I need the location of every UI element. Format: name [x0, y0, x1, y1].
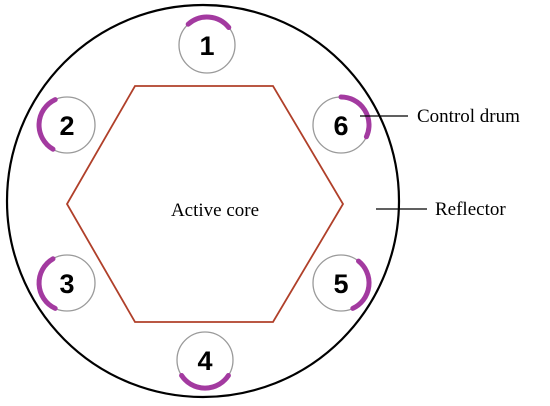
drum-number: 2 [59, 111, 74, 141]
drum-number: 5 [333, 269, 348, 299]
active-core-label: Active core [171, 200, 259, 221]
drum-number: 6 [333, 111, 348, 141]
control-drum-2: 2 [36, 96, 96, 154]
active-core-hexagon [65, 85, 345, 323]
absorber-arc [350, 258, 372, 311]
control-drum-5: 5 [312, 254, 372, 312]
absorber-arc [338, 94, 372, 140]
absorber-arc [36, 97, 58, 152]
reflector-label: Reflector [435, 199, 506, 220]
control-drum-label: Control drum [417, 106, 520, 127]
drum-number: 1 [199, 31, 214, 61]
drum-number: 3 [59, 269, 74, 299]
control-drum-4: 4 [176, 331, 234, 391]
absorber-arc [36, 256, 58, 311]
absorber-arc [179, 373, 231, 391]
control-drum-3: 3 [36, 254, 96, 312]
absorber-arc [185, 14, 232, 30]
reflector-boundary [5, 3, 401, 399]
control-drum-6: 6 [312, 94, 372, 154]
drum-number: 4 [197, 346, 212, 376]
control-drum-1: 1 [178, 14, 236, 74]
